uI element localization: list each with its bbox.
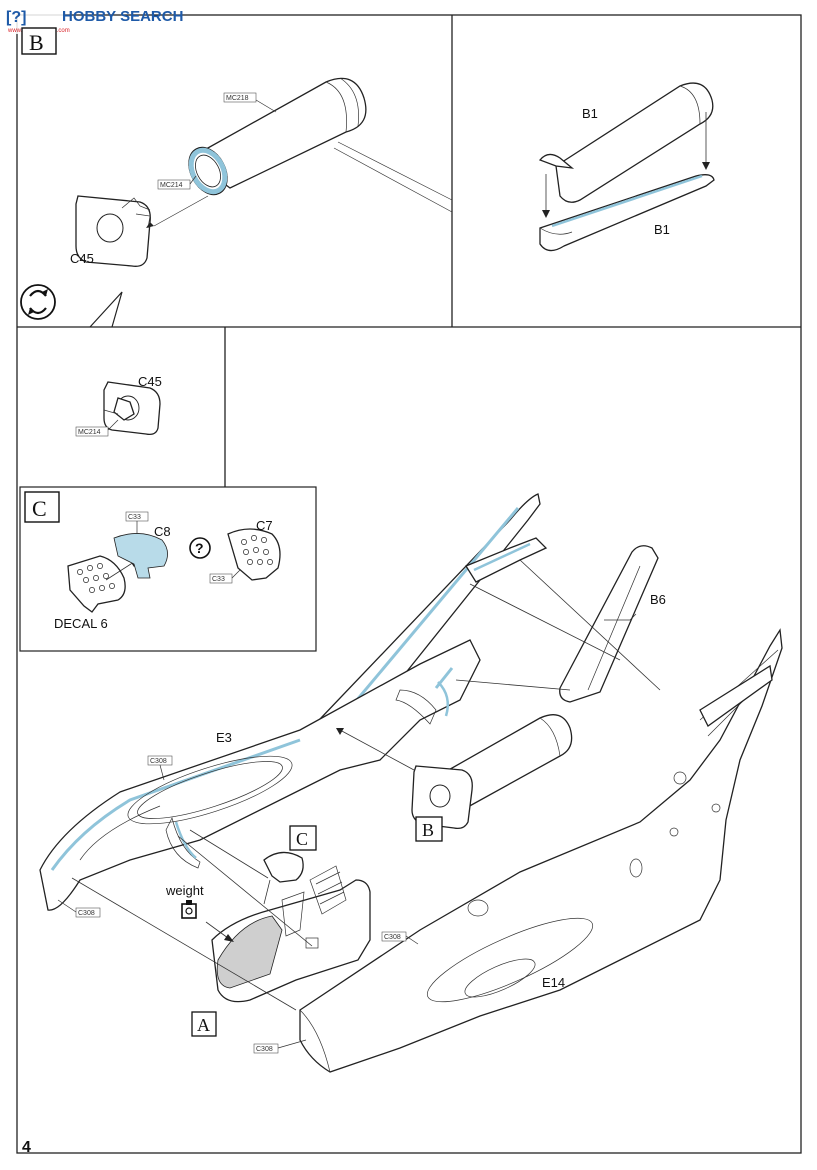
tag-c308-a: C308 bbox=[150, 758, 167, 765]
tag-c33-b: C33 bbox=[212, 576, 225, 583]
label-c45-mid: C45 bbox=[138, 374, 162, 389]
ref-a-label: A bbox=[197, 1015, 210, 1035]
ref-a-box bbox=[191, 1011, 217, 1037]
label-b6: B6 bbox=[650, 592, 666, 607]
label-weight: weight bbox=[165, 883, 204, 898]
svg-text:?: ? bbox=[195, 540, 204, 556]
label-e3: E3 bbox=[216, 730, 232, 745]
label-c7: C7 bbox=[256, 518, 273, 533]
page-frame bbox=[16, 14, 802, 1154]
fuselage-assembly: B6 E14 E3 bbox=[39, 493, 783, 1073]
label-c8: C8 bbox=[154, 524, 171, 539]
label-c45-top: C45 bbox=[70, 251, 94, 266]
rotate-icon bbox=[20, 284, 56, 320]
watermark-cn: [?] bbox=[6, 9, 26, 26]
step-c-label: C bbox=[32, 496, 47, 521]
nozzle-assembly-left: C45 MC218 MC214 bbox=[70, 77, 453, 267]
page-number: 4 bbox=[22, 1139, 31, 1156]
c45-detail: C45 MC214 bbox=[75, 374, 162, 437]
tag-mc214-mid: MC214 bbox=[78, 429, 101, 436]
ref-b-box bbox=[415, 816, 443, 842]
step-c-box bbox=[24, 491, 60, 523]
tag-c308-d: C308 bbox=[256, 1046, 273, 1053]
tag-mc214-top: MC214 bbox=[160, 182, 183, 189]
label-b1-bottom: B1 bbox=[654, 222, 670, 237]
nozzle-halves: B1 B1 bbox=[538, 82, 715, 252]
tag-c308-b: C308 bbox=[78, 910, 95, 917]
tag-c308-c: C308 bbox=[384, 934, 401, 941]
label-e14: E14 bbox=[542, 975, 565, 990]
label-b1-top: B1 bbox=[582, 106, 598, 121]
question-icon: ? bbox=[189, 537, 211, 559]
tag-c33-a: C33 bbox=[128, 514, 141, 521]
watermark-latin: HOBBY SEARCH bbox=[62, 8, 183, 25]
ref-c-box bbox=[289, 825, 317, 851]
weight-icon bbox=[181, 900, 197, 919]
label-decal6: DECAL 6 bbox=[54, 616, 108, 631]
instrument-panel-parts: C8 C33 ? C7 C33 DECAL 6 bbox=[54, 511, 281, 631]
step-b-box bbox=[21, 27, 57, 55]
step-b-label: B bbox=[29, 30, 44, 55]
tag-mc218: MC218 bbox=[226, 95, 249, 102]
ref-b-label: B bbox=[422, 820, 434, 840]
ref-c-label: C bbox=[296, 829, 308, 849]
